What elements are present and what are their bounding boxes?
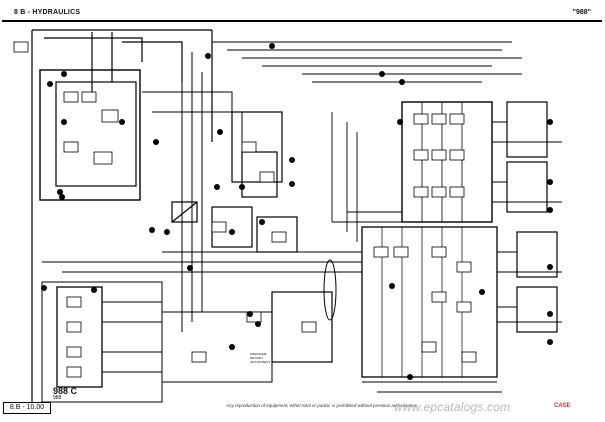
hydraulic-schematic <box>13 29 562 403</box>
left-inner-frame <box>55 81 137 187</box>
watermark-text: www.epcatalogs.com <box>394 400 511 414</box>
center-valve-stack <box>241 151 278 198</box>
cylinder-box-4 <box>516 286 558 333</box>
lower-left-block <box>56 286 103 388</box>
center-valve-group <box>231 111 283 183</box>
section-title: 8 B - HYDRAULICS <box>14 9 81 16</box>
model-label: 988 C <box>53 386 78 396</box>
legend-item-return: RETURN <box>250 356 263 360</box>
legend-item-pressure: PRESSURE <box>250 352 267 356</box>
model-code: "988" <box>572 9 591 16</box>
legend-item-adjustment: ADJUSTMENT <box>250 360 271 364</box>
lower-center-right-frame <box>271 291 333 363</box>
brand-logo: CASE <box>554 403 571 409</box>
cylinder-box-1 <box>506 101 548 158</box>
header-rule <box>2 20 602 22</box>
left-block-frame <box>39 69 141 201</box>
schematic-frame <box>2 22 602 418</box>
right-valve-bank <box>401 101 493 223</box>
page-number: 8.B - 10.00 <box>3 402 51 414</box>
lower-right-valve-bank <box>361 226 498 378</box>
main-supply-line <box>31 29 213 402</box>
cylinder-box-2 <box>506 161 548 213</box>
legend: PRESSURE RETURN ADJUSTMENT <box>250 352 274 372</box>
pump-block <box>171 201 198 223</box>
model-sub-label: 988 <box>53 395 62 401</box>
header-bar <box>2 2 602 19</box>
hose-bundle <box>323 259 337 321</box>
copyright-note: Any reproduction of equipment, either to… <box>226 403 418 408</box>
cylinder-box-3 <box>516 231 558 278</box>
